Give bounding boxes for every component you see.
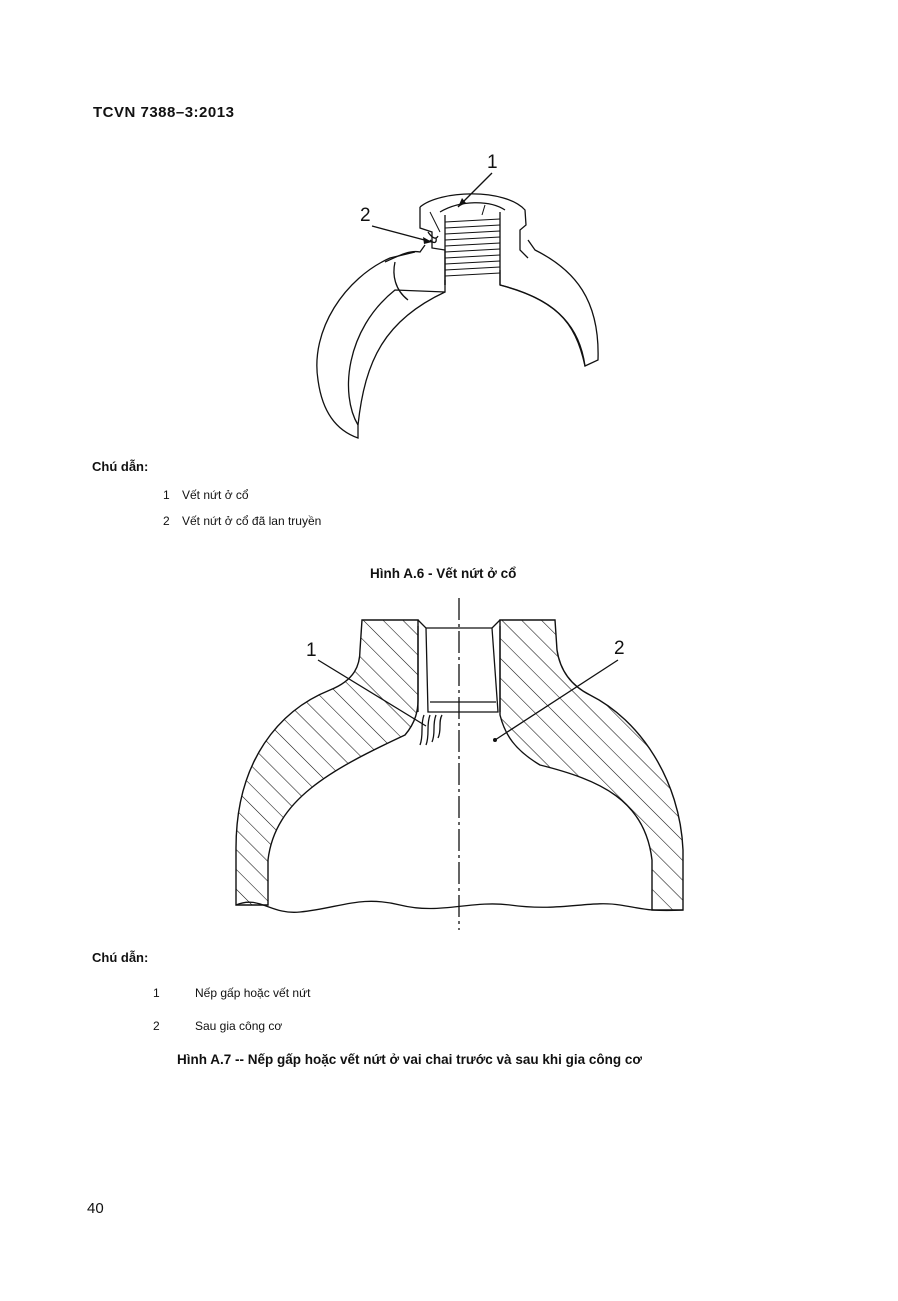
a7-legend-num-2: 2: [153, 1019, 160, 1033]
a6-callout-2: 2: [360, 205, 371, 226]
a7-callout-2: 2: [614, 638, 625, 659]
a7-bore: [417, 619, 501, 713]
page-number: 40: [87, 1200, 104, 1217]
a6-legend-text-2: Vết nứt ở cổ đã lan truyền: [182, 514, 322, 528]
a6-left-edge: [393, 261, 409, 301]
a6-legend-num-1: 1: [163, 488, 170, 502]
a7-right-wall: [499, 619, 684, 911]
a6-bore-top: [439, 202, 506, 213]
a7-bottom-edge: [235, 900, 684, 913]
a7-callout-1: 1: [306, 640, 317, 661]
a7-legend-num-1: 1: [153, 986, 160, 1000]
a6-neck-top: [419, 193, 529, 259]
a6-caption: Hình A.6 - Vết nứt ở cổ: [370, 566, 517, 581]
a6-right-wing-inner: [499, 284, 586, 367]
document-header: TCVN 7388–3:2013: [93, 104, 235, 121]
a7-left-wall: [235, 619, 419, 906]
a7-caption: Hình A.7 -- Nếp gấp hoặc vết nứt ở vai c…: [177, 1052, 642, 1067]
a6-legend-title: Chú dẫn:: [92, 459, 149, 474]
a6-legend-text-1: Vết nứt ở cổ: [182, 488, 249, 502]
a7-legend-title: Chú dẫn:: [92, 950, 149, 965]
a6-left-flange: [384, 244, 426, 263]
a6-legend-num-2: 2: [163, 514, 170, 528]
a7-legend-text-2: Sau gia công cơ: [195, 1019, 283, 1033]
a6-dome-outer: [316, 251, 446, 439]
a6-callout-1: 1: [487, 152, 498, 173]
a6-dome-inner: [357, 291, 446, 426]
a7-legend-text-1: Nếp gấp hoặc vết nứt: [195, 986, 311, 1000]
